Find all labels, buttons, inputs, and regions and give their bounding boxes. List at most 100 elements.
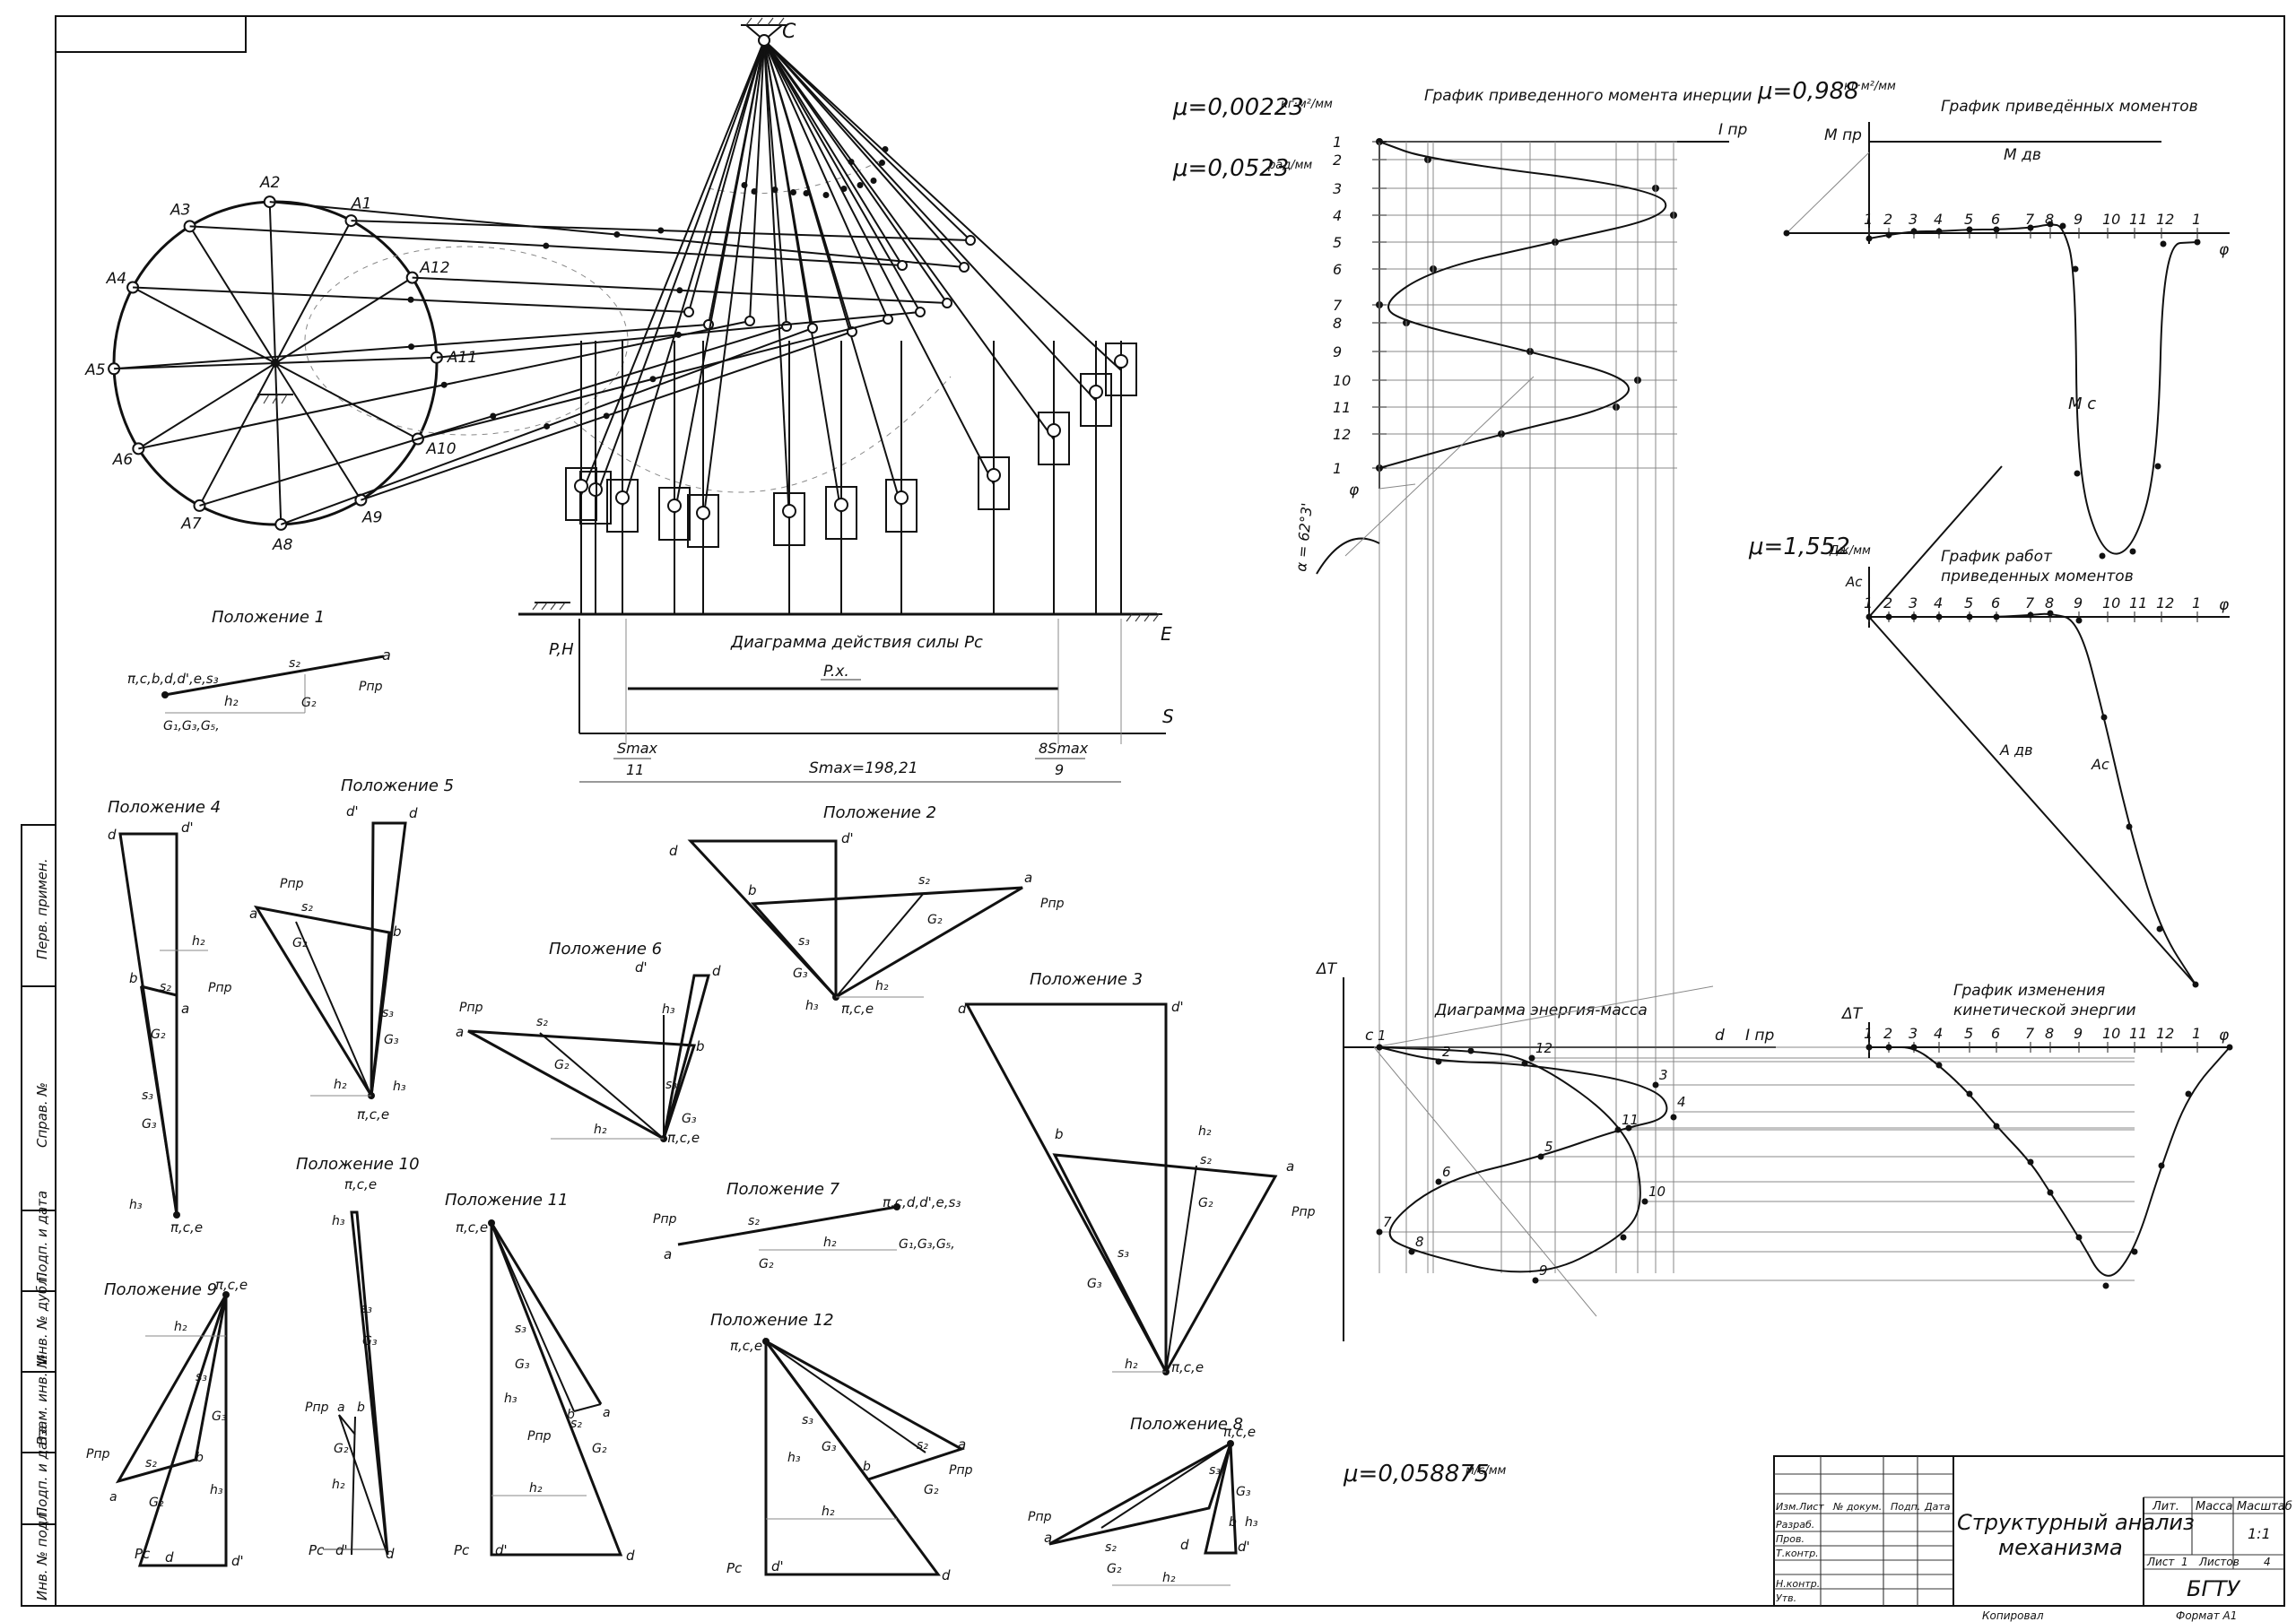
- curve-point: [1670, 1114, 1677, 1121]
- curve-point: [1866, 1044, 1873, 1051]
- pos3-b: b: [1055, 1126, 1064, 1142]
- pos12-pc: Pc: [726, 1560, 743, 1576]
- slider-link: [702, 39, 765, 523]
- slider-joint-d: [1114, 354, 1128, 369]
- kinetic-title-2: кинетической энергии: [1953, 1002, 2136, 1019]
- phi-tick-label: 7: [2025, 1025, 2035, 1042]
- crank-spoke: [137, 362, 276, 450]
- phi-tick-label: 9: [2074, 594, 2083, 612]
- curve-point: [1966, 613, 1973, 620]
- phi-tick-label: 4: [1934, 594, 1943, 612]
- slider-link: [595, 39, 765, 499]
- curve-point: [1435, 1058, 1442, 1065]
- curve-point: [1641, 1198, 1648, 1205]
- em-point-label: 6: [1442, 1164, 1451, 1180]
- rod-centre-point: [657, 227, 665, 234]
- pos5-ppr: Pпр: [280, 877, 304, 891]
- pos4-g3: G₃: [142, 1117, 157, 1132]
- pos8-d: d: [1180, 1537, 1189, 1553]
- crank-point-label: A1: [351, 195, 371, 213]
- pos12-ppr: Pпр: [949, 1463, 973, 1478]
- slider-block: [885, 479, 918, 533]
- slider-link: [763, 39, 1097, 402]
- slider-link: [674, 39, 765, 516]
- force-px-label: P.x.: [823, 663, 849, 681]
- pos9-s3: s₃: [196, 1370, 207, 1384]
- rod-centre-point: [613, 231, 621, 239]
- kinetic-title-1: График изменения: [1953, 982, 2105, 1000]
- mu-moment-unit: кг·м²/мм: [1844, 80, 1896, 93]
- pos8-pi: π,c,e: [1223, 1424, 1256, 1440]
- side-strip-6: Подп. и дата: [34, 1426, 50, 1517]
- rocker-link: [763, 39, 921, 313]
- em-point-label: 10: [1648, 1184, 1665, 1200]
- inertia-tick-label: 11: [1333, 399, 1351, 416]
- pos12-g3: G₃: [822, 1440, 837, 1454]
- pos9-pc: Pc: [135, 1546, 151, 1562]
- pos8-a: a: [1044, 1530, 1052, 1546]
- joint-b: [781, 321, 792, 332]
- em-point-label: 12: [1535, 1040, 1552, 1056]
- pos11-b: b: [567, 1408, 575, 1422]
- slider-joint-d: [615, 490, 630, 505]
- pos3-g3: G₃: [1087, 1277, 1102, 1291]
- pos12-a: a: [958, 1436, 966, 1453]
- pos6-g2: G₂: [554, 1058, 570, 1072]
- pos5-s3: s₃: [382, 1006, 394, 1020]
- em-d: d: [1715, 1027, 1725, 1045]
- pos6-b: b: [696, 1038, 705, 1054]
- curve-point: [1537, 1153, 1544, 1160]
- curve-point: [2027, 224, 2034, 231]
- rocker-centre-point: [803, 190, 810, 196]
- work-adv: A дв: [1999, 742, 2033, 759]
- em-point-label: 4: [1677, 1094, 1686, 1110]
- moments-title: График приведённых моментов: [1941, 98, 2198, 116]
- phi-tick-label: 4: [1934, 211, 1943, 228]
- inertia-tick-label: 1: [1333, 134, 1342, 151]
- crank-point-label: A6: [112, 451, 134, 469]
- pos5-pi: π,c,e: [357, 1106, 389, 1123]
- phi-tick-label: 8: [2045, 211, 2054, 228]
- pos5-a: a: [249, 906, 257, 922]
- pos4-pi: π,c,e: [170, 1219, 203, 1236]
- pos6-g3: G₃: [682, 1112, 697, 1126]
- pos9-ppr: Pпр: [86, 1447, 110, 1462]
- pos5-s2: s₂: [301, 900, 313, 915]
- pos2-b: b: [748, 882, 757, 898]
- coupler-path: [304, 246, 629, 436]
- curve-point: [1993, 613, 2000, 620]
- slider-block: [687, 494, 719, 548]
- pos4-dd: d': [181, 820, 194, 836]
- pos8-s2: s₂: [1105, 1540, 1117, 1555]
- phi-tick-label: 2: [1883, 594, 1892, 612]
- phi-tick-label: 7: [2025, 211, 2035, 228]
- pos9-g3: G₃: [212, 1409, 227, 1424]
- crank-spoke: [274, 356, 437, 364]
- curve-point: [2072, 265, 2079, 273]
- phi-tick-label: 2: [1883, 211, 1892, 228]
- pos11-s2: s₂: [570, 1417, 582, 1431]
- joint-b: [942, 298, 952, 308]
- em-title: Диаграмма энергия-масса: [1434, 1002, 1648, 1019]
- curve-point: [2154, 463, 2161, 470]
- pos8-g3: G₃: [1236, 1485, 1251, 1499]
- pos3-g2: G₂: [1198, 1196, 1213, 1210]
- phi-tick-label: 6: [1991, 594, 2000, 612]
- inertia-axis-phi: φ: [1349, 481, 1360, 499]
- phi-tick-label: 1: [1864, 1025, 1873, 1042]
- phi-tick-label: 8: [2045, 1025, 2054, 1042]
- curve-point: [1885, 231, 1892, 239]
- pos7-ppr: Pпр: [653, 1212, 677, 1227]
- curve-point: [2074, 470, 2081, 477]
- inertia-tick-label: 2: [1333, 152, 1342, 169]
- curve-point: [2027, 1158, 2034, 1166]
- force-diagram: P,H S Диаграмма действия силы Pc P.x. Sm…: [549, 619, 1174, 783]
- pos1-title: Положение 1: [212, 608, 325, 627]
- tb-scale-value: 1:1: [2248, 1525, 2271, 1542]
- work-ac: Ac: [2091, 756, 2109, 773]
- curve-point: [2158, 1162, 2165, 1169]
- tb-mass: Масса: [2196, 1500, 2232, 1514]
- curve-point: [1435, 1178, 1442, 1185]
- tb-date: Дата: [1924, 1501, 1951, 1513]
- joint-b: [744, 316, 755, 326]
